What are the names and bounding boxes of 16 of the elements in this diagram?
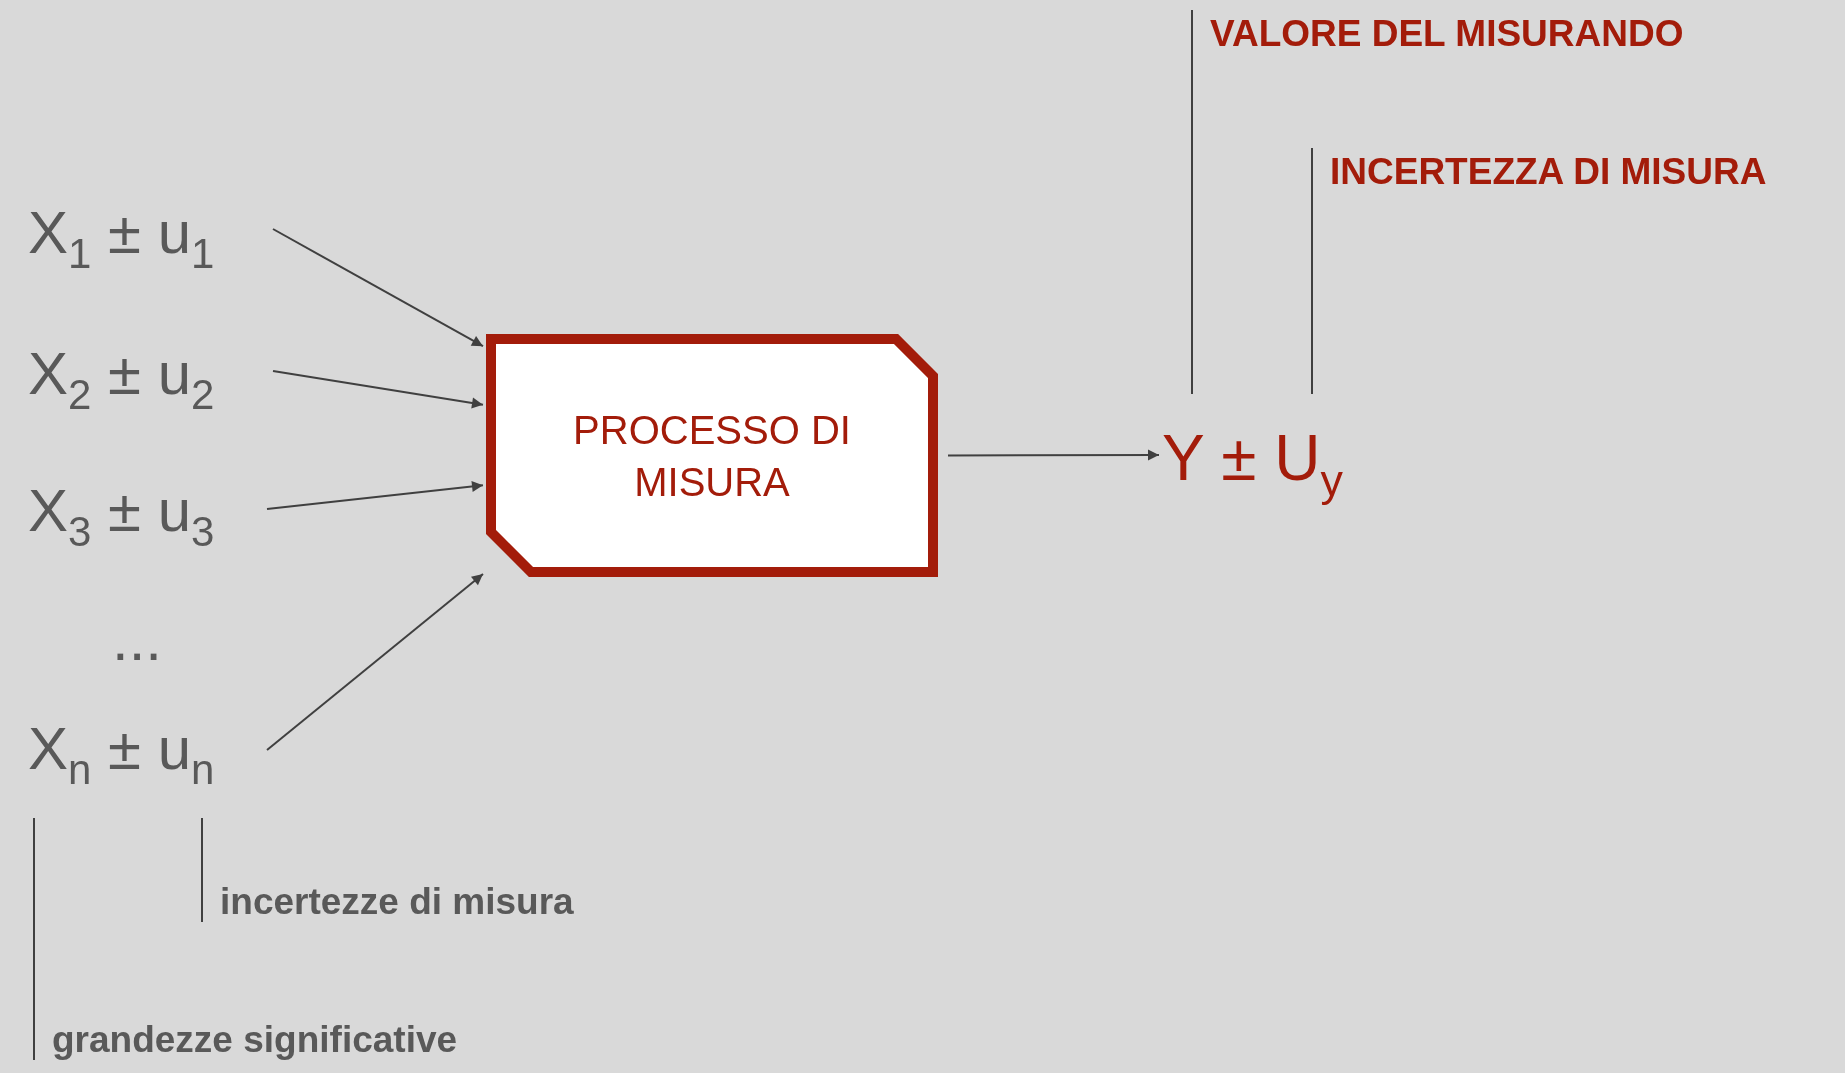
ellipsis-text: ... xyxy=(112,605,162,674)
leader-label: INCERTEZZA DI MISURA xyxy=(1330,151,1767,193)
arrow xyxy=(266,481,484,510)
formula-text: X$_{3}$ ± u$_{3}$ xyxy=(28,476,215,556)
arrow xyxy=(272,228,484,348)
formula-text: X$_{2}$ ± u$_{2}$ xyxy=(28,339,215,419)
leader-label: VALORE DEL MISURANDO xyxy=(1210,13,1684,55)
leader-label: grandezze significative xyxy=(52,1019,458,1061)
formula-text: X$_{n}$ ± u$_{n}$ xyxy=(28,714,215,794)
result-formula: Y ± U$_{y}$ xyxy=(1162,420,1343,506)
arrow xyxy=(272,370,484,409)
arrow xyxy=(947,449,1160,461)
leader-label: incertezze di misura xyxy=(220,881,574,923)
formula-text: X$_{1}$ ± u$_{1}$ xyxy=(28,198,215,278)
process-label: PROCESSO DI MISURA xyxy=(572,406,852,506)
arrow xyxy=(266,573,484,751)
